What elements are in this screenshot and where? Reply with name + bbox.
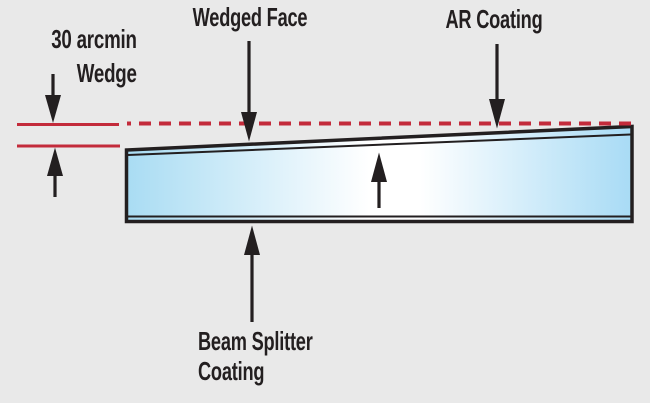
wedge-angle-label-line2: Wedge <box>77 58 137 88</box>
beam-splitter-label-line2: Coating <box>198 356 265 386</box>
internal-up-arrow-icon <box>371 152 387 208</box>
ar-coating-label: AR Coating <box>445 4 543 34</box>
beam-splitter-label: Beam Splitter Coating <box>198 326 313 386</box>
wedged-face-arrow-icon <box>241 41 257 142</box>
beam-splitter-arrow-icon <box>244 225 260 322</box>
wedged-face-coating-line <box>127 133 631 156</box>
wedge-angle-label: 30 arcmin Wedge <box>51 22 138 90</box>
wedged-face-label: Wedged Face <box>192 2 308 32</box>
wedge-gap-down-arrow-icon <box>45 74 61 123</box>
beam-splitter-label-line1: Beam Splitter <box>198 326 313 356</box>
ar-coating-arrow-icon <box>489 44 505 129</box>
wedge-angle-label-line1: 30 arcmin <box>51 24 138 54</box>
wedge-gap-up-arrow-icon <box>47 147 63 197</box>
